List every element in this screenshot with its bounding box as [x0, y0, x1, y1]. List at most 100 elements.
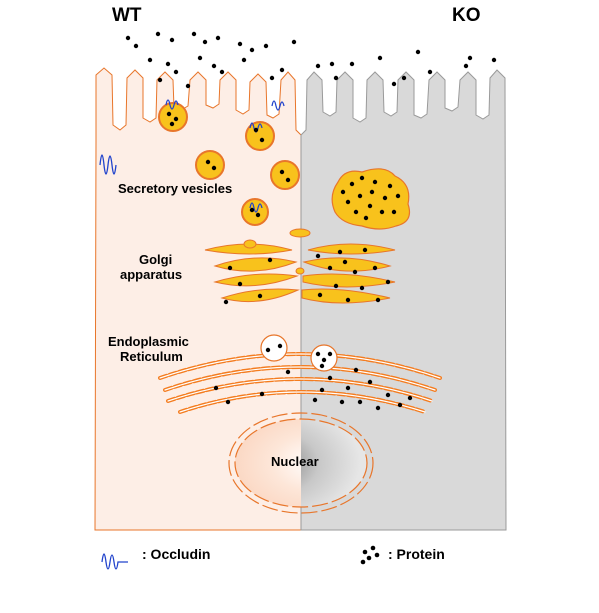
protein-dot [155, 31, 161, 37]
protein-dot [211, 63, 217, 69]
protein-dot [387, 183, 393, 189]
protein-dot [362, 247, 368, 253]
protein-dot [173, 116, 179, 122]
protein-dot [372, 179, 378, 185]
protein-dot [317, 292, 323, 298]
protein-dot [291, 39, 297, 45]
protein-dot [363, 215, 369, 221]
protein-dot [263, 43, 269, 49]
protein-dot [205, 159, 211, 165]
protein-dot [185, 83, 191, 89]
protein-dot [166, 111, 172, 117]
protein-dot [285, 369, 291, 375]
protein-dot [415, 49, 421, 55]
protein-dot [375, 405, 381, 411]
protein-dot [345, 297, 351, 303]
wt-cell-body [94, 67, 302, 531]
protein-dot [359, 175, 365, 181]
protein-dot [379, 209, 385, 215]
protein-dot [349, 181, 355, 187]
protein-dot [169, 37, 175, 43]
secretory-vesicles-label: Secretory vesicles [118, 181, 233, 196]
protein-dot [327, 265, 333, 271]
er-label-line1: Endoplasmic [108, 334, 189, 349]
protein-dot [333, 283, 339, 289]
protein-dot [259, 391, 265, 397]
protein-dot [169, 121, 175, 127]
protein-dot [315, 351, 321, 357]
protein-dot [491, 57, 497, 63]
protein-dot [223, 299, 229, 305]
protein-dot [339, 399, 345, 405]
protein-dot [337, 249, 343, 255]
protein-dot [385, 392, 391, 398]
protein-dot [279, 67, 285, 73]
protein-dot [237, 41, 243, 47]
protein-dot [312, 397, 318, 403]
protein-dot [241, 57, 247, 63]
protein-dot [191, 31, 197, 37]
protein-dot [315, 63, 321, 69]
nuclear-label: Nuclear [271, 454, 319, 469]
protein-dot [391, 81, 397, 87]
nucleus [228, 412, 374, 514]
protein-dot [359, 285, 365, 291]
protein-dot [342, 259, 348, 265]
protein-dot [407, 395, 413, 401]
legend-occludin-label: : Occludin [142, 546, 211, 562]
ko-protein-aggregate [331, 168, 411, 230]
wt-header: WT [112, 5, 142, 26]
protein-dot [463, 63, 469, 69]
protein-dot [253, 127, 259, 133]
protein-dot [327, 375, 333, 381]
protein-dot [249, 207, 255, 213]
protein-dot [315, 253, 321, 259]
protein-dot [391, 209, 397, 215]
protein-dot [147, 57, 153, 63]
protein-dot [319, 387, 325, 393]
protein-dot [165, 61, 171, 67]
protein-dot [213, 385, 219, 391]
protein-dot [467, 55, 473, 61]
protein-dot [249, 47, 255, 53]
protein-dot [227, 265, 233, 271]
occludin-legend-icon [101, 553, 128, 570]
protein-dot [353, 367, 359, 373]
protein-dot [367, 203, 373, 209]
protein-dot [352, 269, 358, 275]
protein-dot [340, 189, 346, 195]
protein-dot [173, 69, 179, 75]
protein-dot [397, 402, 403, 408]
protein-dot [367, 379, 373, 385]
protein-dot [255, 212, 261, 218]
protein-dot [277, 343, 283, 349]
protein-dot [267, 257, 273, 263]
protein-dot [382, 195, 388, 201]
endoplasmic-reticulum [158, 352, 442, 414]
er-label-line2: Reticulum [120, 349, 183, 364]
protein-dot [211, 165, 217, 171]
protein-dot [401, 75, 407, 81]
protein-dot [219, 69, 225, 75]
protein-dot [321, 357, 327, 363]
protein-dot [427, 69, 433, 75]
protein-dot [357, 399, 363, 405]
golgi-label-line2: apparatus [120, 267, 183, 282]
protein-dot [202, 39, 208, 45]
protein-dot [345, 385, 351, 391]
protein-dot [257, 293, 263, 299]
protein-dot [372, 265, 378, 271]
protein-dot [157, 77, 163, 83]
protein-dot [259, 137, 265, 143]
protein-dots [125, 31, 497, 411]
protein-dot [357, 193, 363, 199]
protein-dot [225, 399, 231, 405]
protein-dot [285, 177, 291, 183]
protein-dot [133, 43, 139, 49]
protein-dot [377, 55, 383, 61]
protein-dot [369, 189, 375, 195]
golgi-label-line1: Golgi [139, 252, 173, 267]
protein-dot [197, 55, 203, 61]
protein-dot [353, 209, 359, 215]
